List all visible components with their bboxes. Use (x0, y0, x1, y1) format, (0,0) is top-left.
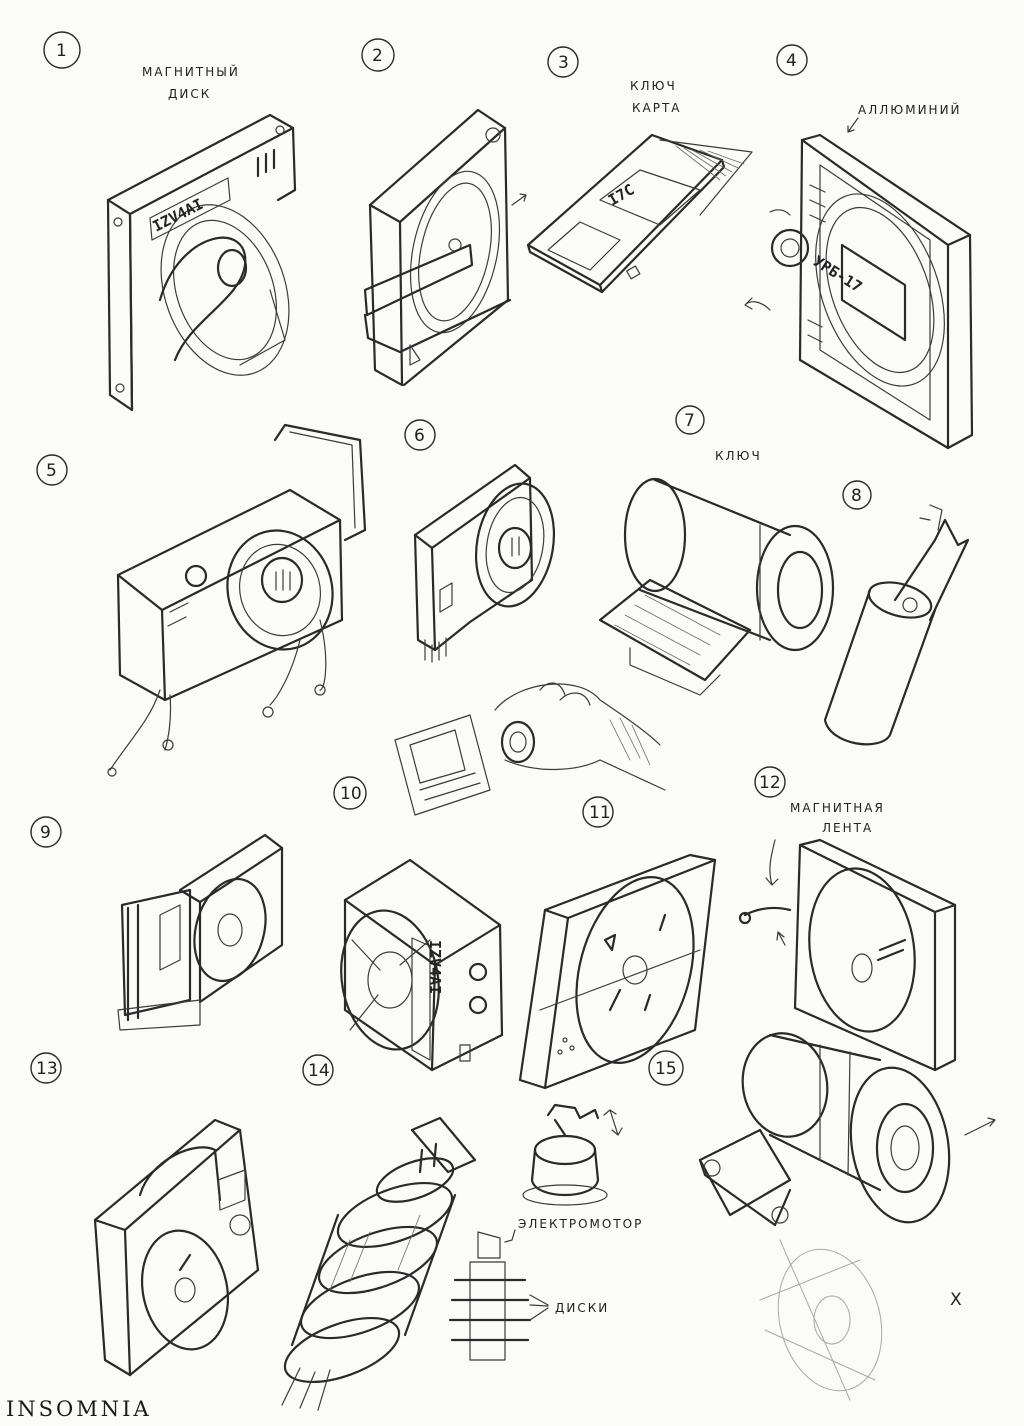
sketch-9-drive: 9 (30, 816, 284, 1031)
item-number-2: 2 (372, 46, 383, 66)
sketch-10-drive: IZV4AI (340, 858, 504, 1072)
number-badge-15 (648, 1050, 684, 1086)
label-1-line-1: МАГНИТНЫЙ (142, 64, 240, 79)
item-number-15: 15 (655, 1059, 677, 1079)
sketch-12-magnetic-tape: 12 МАГНИТНАЯ ЛЕНТА (738, 766, 957, 1072)
item-number-1: 1 (56, 41, 67, 61)
item-number-11: 11 (589, 803, 611, 823)
number-badge-7 (675, 405, 705, 435)
number-badge-2 (361, 38, 395, 72)
number-badge-5 (36, 454, 68, 486)
item-number-6: 6 (414, 426, 425, 446)
label-1-line-2: ДИСК (168, 87, 211, 101)
number-badge-11 (582, 796, 614, 828)
label-12-line-2: ЛЕНТА (822, 821, 873, 835)
sketch-14-stacked-drive: 14 (281, 1054, 477, 1411)
item-number-12: 12 (759, 773, 781, 793)
label-4-line-1: АЛЛЮМИНИЙ (858, 102, 962, 117)
sketch-14-motor-callouts: ЭЛЕКТРОМОТОР ДИСКИ (448, 1103, 643, 1361)
sketch-8-plug-key: 8 (823, 480, 970, 746)
sketch-10-panel: 10 (333, 714, 491, 816)
sketch-11-platter-case (518, 853, 717, 1090)
item-number-8: 8 (851, 486, 862, 506)
number-badge-3 (547, 46, 579, 78)
number-badge-1 (43, 31, 81, 69)
label-3-line-2: КАРТА (632, 101, 682, 115)
number-badge-4 (776, 44, 808, 76)
plate-3: I7C (605, 180, 637, 209)
number-badge-12 (754, 766, 786, 798)
item-number-7: 7 (684, 411, 695, 431)
plate-10: IZV4AI (426, 940, 444, 994)
sketch-3-key-card: 3 КЛЮЧ КАРТА I7C (526, 46, 753, 294)
number-badge-13 (30, 1052, 62, 1084)
item-number-10: 10 (340, 784, 362, 804)
number-badge-6 (404, 419, 436, 451)
cross-mark: X (950, 1290, 962, 1310)
label-3-line-1: КЛЮЧ (630, 79, 677, 93)
sketch-6-compact-drive: 6 (404, 419, 556, 663)
number-badge-10 (333, 776, 367, 810)
sketch-2-disk-cartridge: 2 (361, 38, 527, 387)
item-number-9: 9 (40, 823, 51, 843)
artist-signature: INSOMNIA (6, 1397, 152, 1421)
sketch-5-cabled-drive: 5 (36, 423, 367, 777)
number-badge-9 (30, 816, 62, 848)
item-number-13: 13 (36, 1059, 58, 1079)
item-number-5: 5 (46, 461, 57, 481)
sketch-11-hand-with-key: 11 (494, 682, 666, 828)
item-number-4: 4 (786, 51, 797, 71)
label-7-line-1: КЛЮЧ (715, 449, 762, 463)
sketch-7-key-cylinder: 7 КЛЮЧ (598, 405, 835, 696)
item-number-14: 14 (308, 1061, 330, 1081)
callout-disks: ДИСКИ (555, 1301, 609, 1315)
sketch-13-drive: 13 (30, 1052, 260, 1377)
plate-1: IZV4AI (150, 195, 206, 236)
item-number-3: 3 (558, 53, 569, 73)
sketch-1-magnetic-disk: 1 МАГНИТНЫЙ ДИСК IZV4AI (43, 31, 297, 412)
number-badge-8 (842, 480, 872, 510)
plate-4: УРБ-17 (810, 252, 865, 296)
number-badge-14 (302, 1054, 334, 1086)
label-12-line-1: МАГНИТНАЯ (790, 801, 885, 815)
sketch-15-cylinder-drive: 15 (648, 1032, 996, 1227)
sketch-4-aluminium-disk: 4 АЛЛЮМИНИЙ УРБ-17 (744, 44, 974, 450)
callout-motor: ЭЛЕКТРОМОТОР (518, 1217, 643, 1231)
rough-wheel-sketch (759, 1239, 883, 1401)
